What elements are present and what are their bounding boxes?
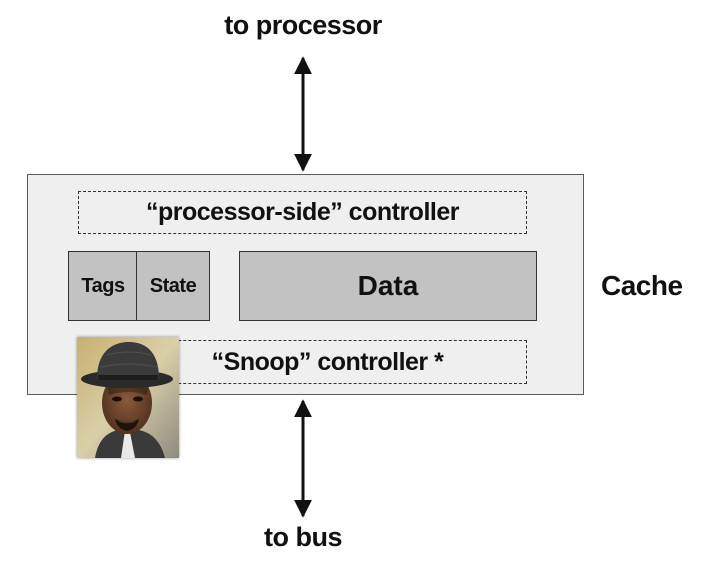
data-block: Data xyxy=(239,251,537,321)
state-block: State xyxy=(136,251,210,321)
snoop-controller-label: “Snoop” controller * xyxy=(211,347,444,376)
to-bus-label: to bus xyxy=(264,522,343,552)
cache-box: “processor-side” controller Tags State D… xyxy=(27,174,584,395)
cache-label: Cache xyxy=(601,270,683,301)
tags-block: Tags xyxy=(68,251,138,321)
processor-side-controller: “processor-side” controller xyxy=(78,191,527,234)
snoop-controller: “Snoop” controller * xyxy=(78,340,527,384)
portrait-photo-icon xyxy=(77,337,179,458)
to-processor-label: to processor xyxy=(224,10,382,40)
